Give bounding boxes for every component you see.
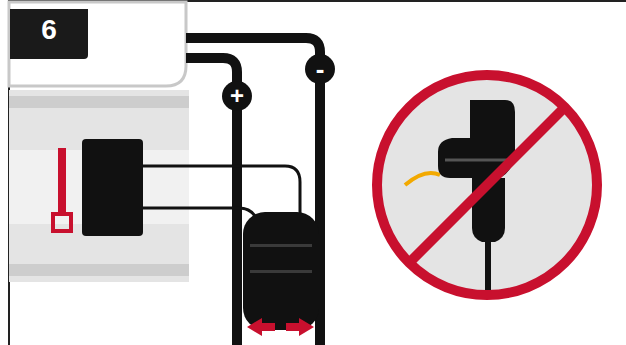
terminal-circle xyxy=(222,81,252,111)
device-panel xyxy=(9,2,186,86)
frame xyxy=(9,1,626,345)
crimping-tool xyxy=(405,100,515,290)
module-box xyxy=(82,139,143,236)
polarity-sign: + xyxy=(230,84,244,108)
prohibition-sign xyxy=(377,75,597,295)
module-wire xyxy=(143,208,258,226)
module-wire xyxy=(143,166,300,220)
polarity-sign: - xyxy=(316,56,325,82)
slide-arrows xyxy=(247,318,314,336)
step-number: 6 xyxy=(41,16,57,44)
terminal-circle xyxy=(305,54,335,84)
clip-connector xyxy=(243,212,319,330)
din-rail xyxy=(9,90,189,282)
cable-tie xyxy=(53,148,71,231)
